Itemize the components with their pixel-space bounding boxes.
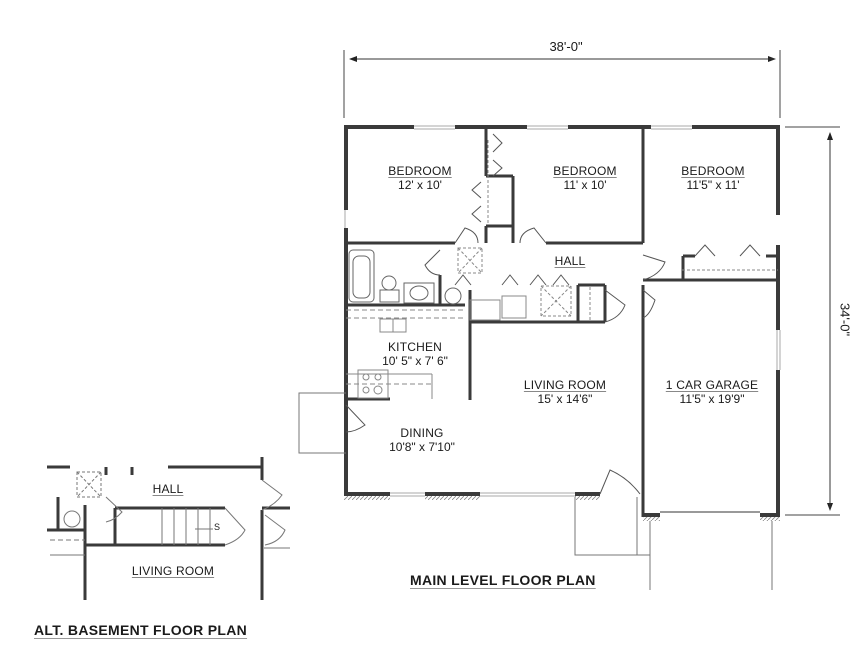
room-name: BEDROOM xyxy=(553,164,617,178)
basement-walls xyxy=(47,457,290,600)
room-name: HALL xyxy=(152,482,184,496)
room-bedroom-1: BEDROOM 12' x 10' xyxy=(375,164,465,192)
room-size: 15' x 14'6" xyxy=(537,392,593,406)
room-size: 11'5" x 19'9" xyxy=(679,392,745,406)
windows xyxy=(344,125,781,497)
overall-width-label: 38'-0" xyxy=(549,39,583,54)
room-bedroom-3: BEDROOM 11'5" x 11' xyxy=(668,164,758,192)
room-name: BEDROOM xyxy=(681,164,745,178)
basement-details xyxy=(50,471,290,556)
width-dimension-line xyxy=(343,50,781,118)
room-name: 1 CAR GARAGE xyxy=(665,378,759,392)
room-name: KITCHEN xyxy=(387,340,443,354)
room-dining: DINING 10'8" x 7'10" xyxy=(372,426,472,454)
main-plan-title: MAIN LEVEL FLOOR PLAN xyxy=(410,572,596,588)
room-size: 12' x 10' xyxy=(398,178,442,192)
basement-plan-title: ALT. BASEMENT FLOOR PLAN xyxy=(34,622,248,638)
room-kitchen: KITCHEN 10' 5" x 7' 6" xyxy=(365,340,465,368)
overall-depth-label: 34'-0" xyxy=(837,302,853,337)
garage-bottom xyxy=(643,511,780,521)
room-living-room: LIVING ROOM 15' x 14'6" xyxy=(510,378,620,406)
stair-marker: S xyxy=(213,522,220,532)
depth-dimension-line xyxy=(785,126,840,516)
room-name: HALL xyxy=(554,254,586,268)
basement-room-hall: HALL xyxy=(143,482,193,496)
room-size: 11'5" x 11' xyxy=(686,178,740,192)
main-interior-walls xyxy=(344,127,780,517)
doors xyxy=(345,133,761,495)
exterior-stoops xyxy=(298,392,773,590)
room-garage: 1 CAR GARAGE 11'5" x 19'9" xyxy=(652,378,772,406)
room-name: LIVING ROOM xyxy=(523,378,607,392)
closet-boxes xyxy=(457,140,778,320)
main-exterior-walls xyxy=(344,125,780,517)
room-hall: HALL xyxy=(545,254,595,268)
room-bedroom-2: BEDROOM 11' x 10' xyxy=(540,164,630,192)
bathroom-fixtures xyxy=(348,249,462,305)
room-name: LIVING ROOM xyxy=(131,564,215,578)
room-size: 10' 5" x 7' 6" xyxy=(382,354,448,368)
room-size: 11' x 10' xyxy=(563,178,607,192)
room-name: DINING xyxy=(400,426,444,440)
kitchen-counters xyxy=(346,295,527,399)
basement-room-living-room: LIVING ROOM xyxy=(118,564,228,578)
room-name: BEDROOM xyxy=(388,164,452,178)
room-size: 10'8" x 7'10" xyxy=(389,440,455,454)
